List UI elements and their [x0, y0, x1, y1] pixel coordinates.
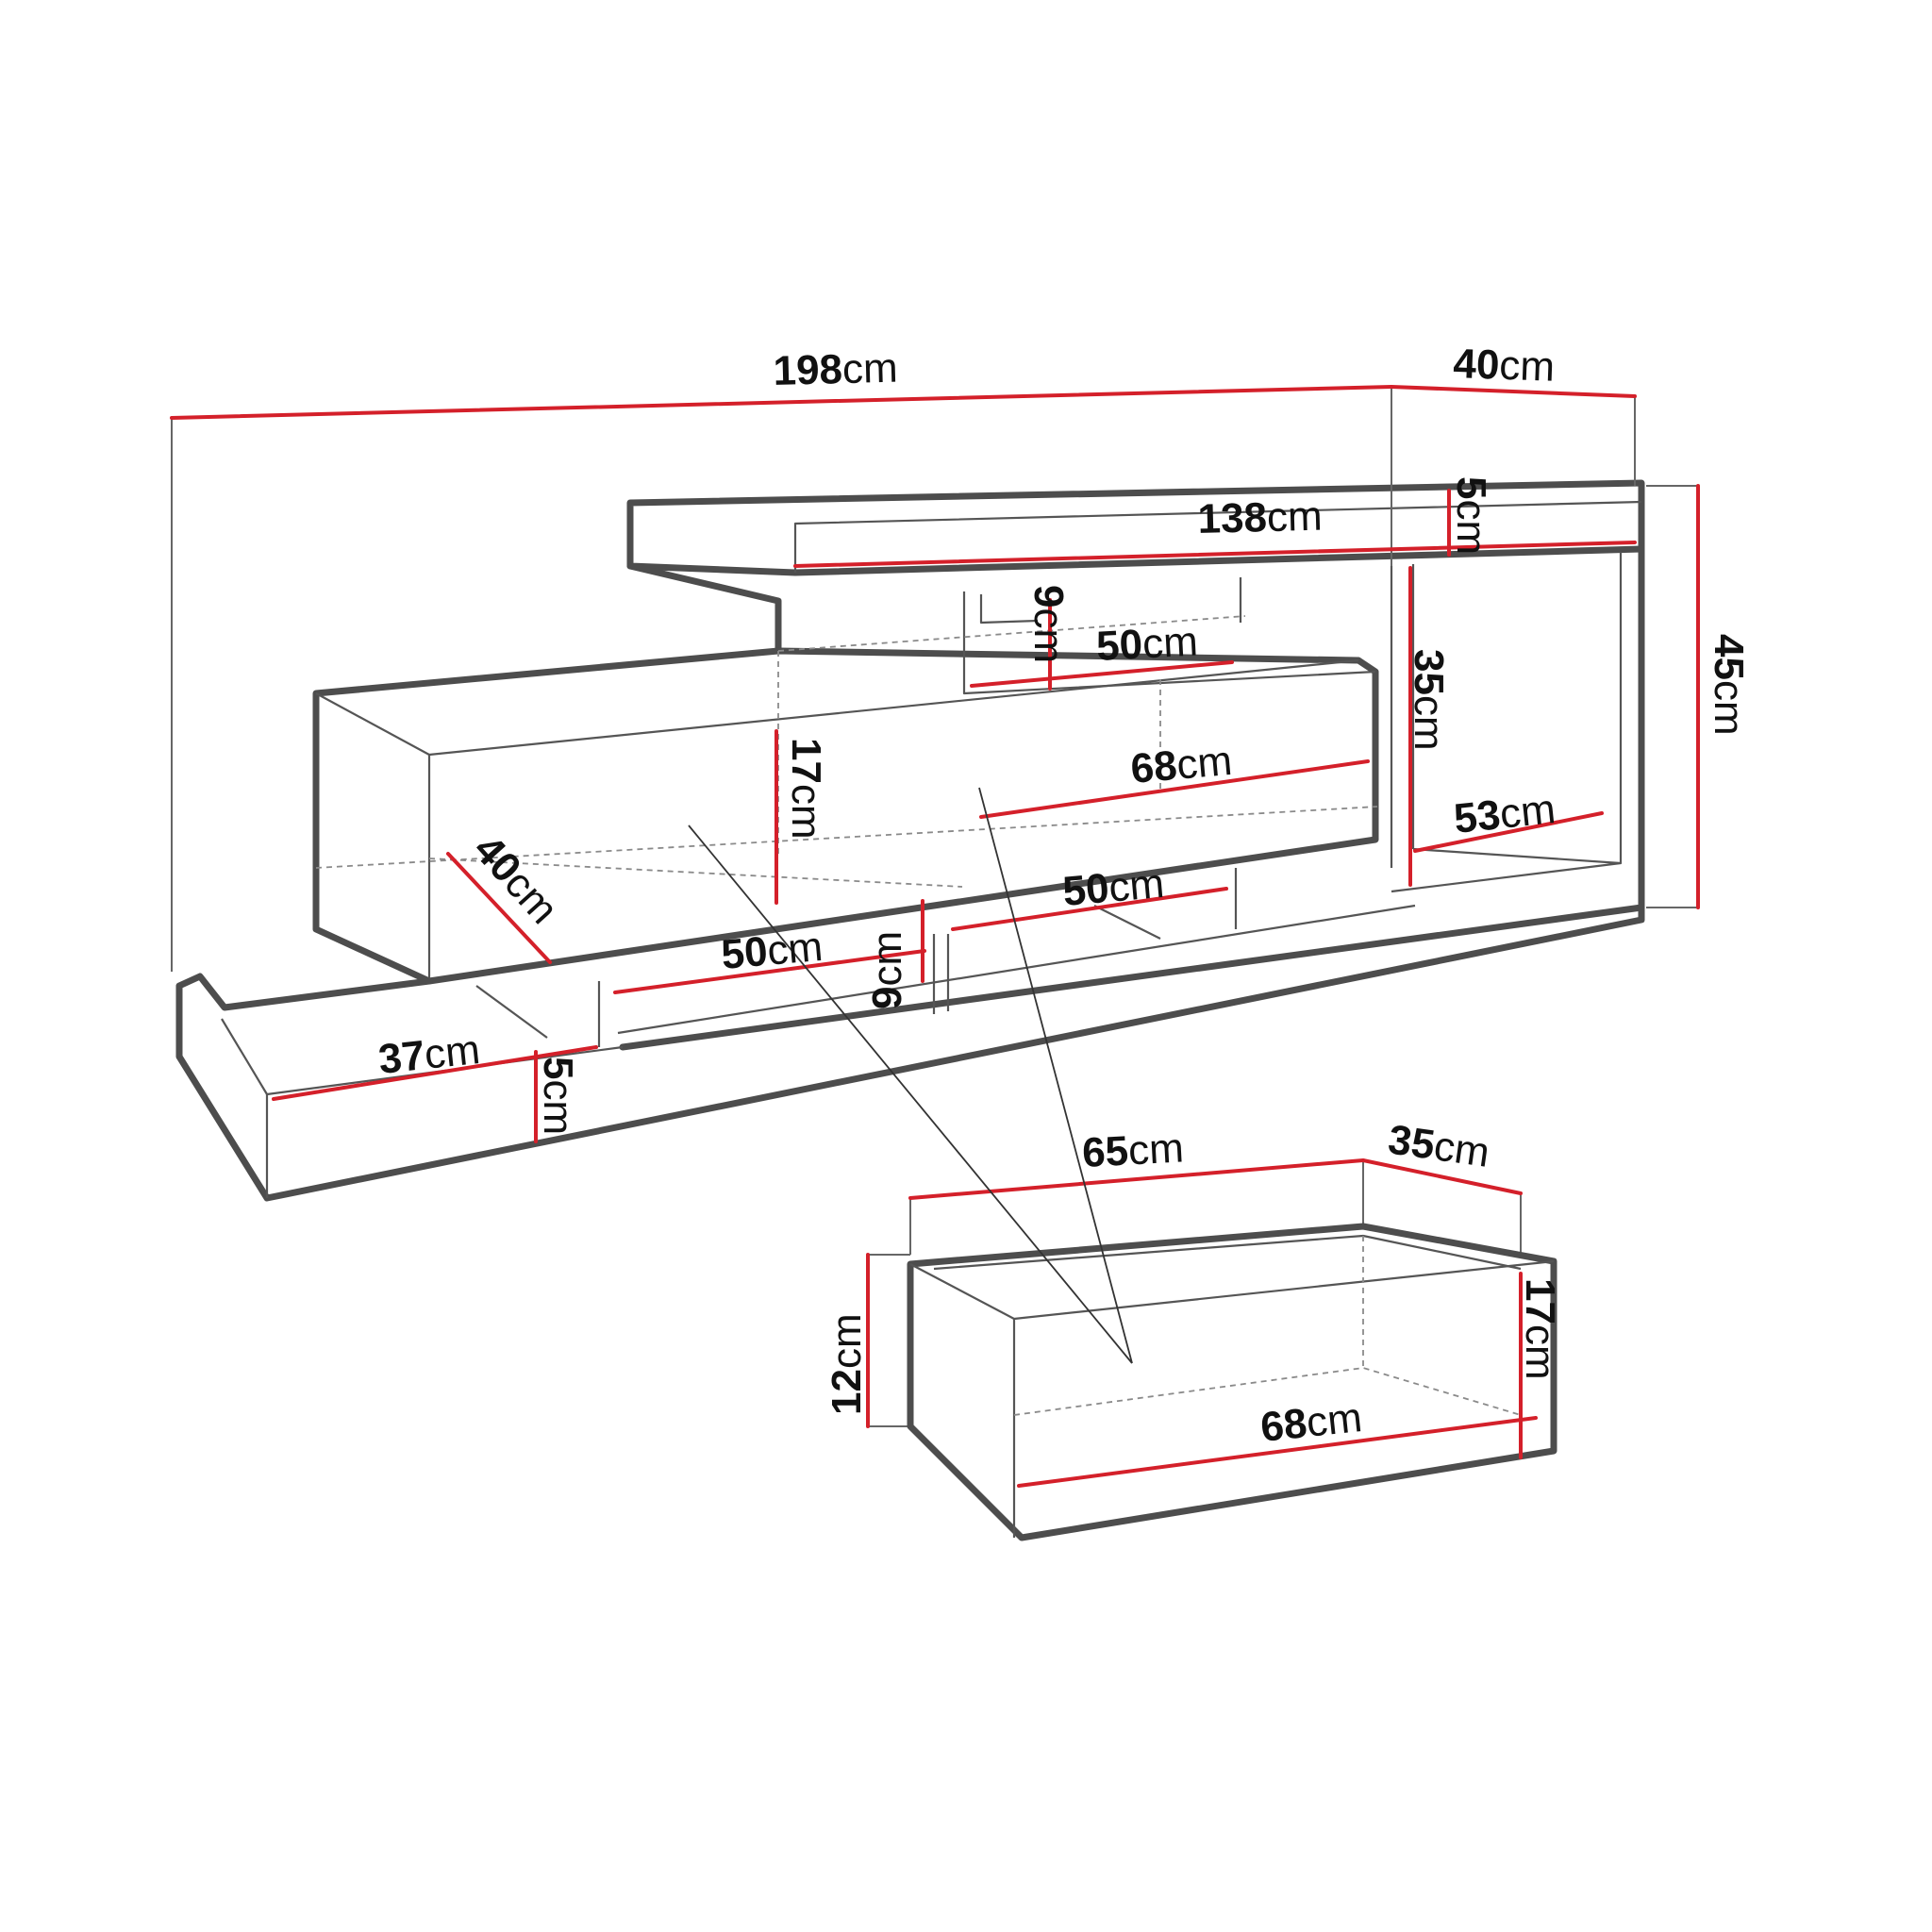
label-9-upper: 9cm [1025, 585, 1072, 663]
dimline-68 [979, 759, 1370, 819]
label-12: 12cm [824, 1313, 870, 1415]
top-support-outline [626, 562, 782, 655]
label-50-upper: 50cm [1095, 618, 1199, 670]
dimline-40-side [446, 852, 552, 964]
right-section-floor [1391, 847, 1623, 893]
dimline-37 [272, 1045, 598, 1101]
dimline-198 [170, 385, 1393, 420]
dimline-53 [1413, 811, 1604, 853]
dimline-50-lower-center [951, 887, 1228, 931]
label-53: 53cm [1452, 786, 1557, 842]
label-35-drawer: 35cm [1386, 1116, 1492, 1175]
dimline-35-drawer [1361, 1158, 1523, 1195]
dimline-50-lower-left [613, 949, 926, 994]
top-shelf-outline [626, 479, 1645, 576]
label-40-side: 40cm [465, 826, 567, 933]
dimline-40-top [1390, 385, 1637, 398]
lower-niche-inner-edges [475, 905, 1161, 1039]
upper-niche-edges [962, 591, 1376, 695]
left-drawer-top-edge [428, 658, 1359, 757]
dimline-138 [793, 541, 1637, 568]
drawer-hidden-edges [1013, 1236, 1522, 1416]
extension-lines [171, 387, 1698, 1427]
dimline-50-upper [970, 660, 1234, 688]
dimension-lines [170, 385, 1700, 1143]
label-37: 37cm [376, 1026, 482, 1083]
tv-stand-drawing [175, 479, 1645, 1202]
label-198: 198cm [773, 345, 898, 394]
label-35: 35cm [1406, 649, 1452, 751]
dimline-65 [908, 1158, 1365, 1200]
lower-niche-divider-center [932, 934, 950, 1014]
lower-niche-floor [617, 904, 1416, 1035]
leader-line-right [978, 787, 1133, 1364]
label-5-top: 5cm [1448, 476, 1494, 555]
label-17: 17cm [783, 738, 829, 840]
label-9-lower: 9cm [864, 931, 910, 1009]
label-17-drawer: 17cm [1517, 1278, 1563, 1380]
top-shelf-front-edge [793, 500, 1642, 573]
label-5-base: 5cm [535, 1057, 581, 1135]
drawer-front-panel [909, 1259, 1555, 1538]
left-drawer-body-outline [312, 647, 1379, 985]
dimension-labels: 198cm 40cm 45cm 138cm 5cm 50cm 9cm 35cm … [376, 341, 1752, 1451]
label-138: 138cm [1197, 493, 1323, 542]
label-50-lower-center: 50cm [1061, 860, 1166, 915]
label-65: 65cm [1081, 1124, 1185, 1176]
label-40-top: 40cm [1453, 341, 1556, 391]
label-50-lower-left: 50cm [720, 924, 824, 978]
upper-niche-inner [979, 594, 1039, 625]
drawer-box-outline [907, 1223, 1557, 1541]
label-68: 68cm [1129, 738, 1234, 792]
dimline-68-drawer [1017, 1416, 1538, 1488]
leader-line-left [688, 824, 1133, 1364]
label-68-drawer: 68cm [1258, 1394, 1364, 1451]
drawer-detail-drawing [688, 787, 1557, 1541]
label-45: 45cm [1706, 634, 1752, 736]
